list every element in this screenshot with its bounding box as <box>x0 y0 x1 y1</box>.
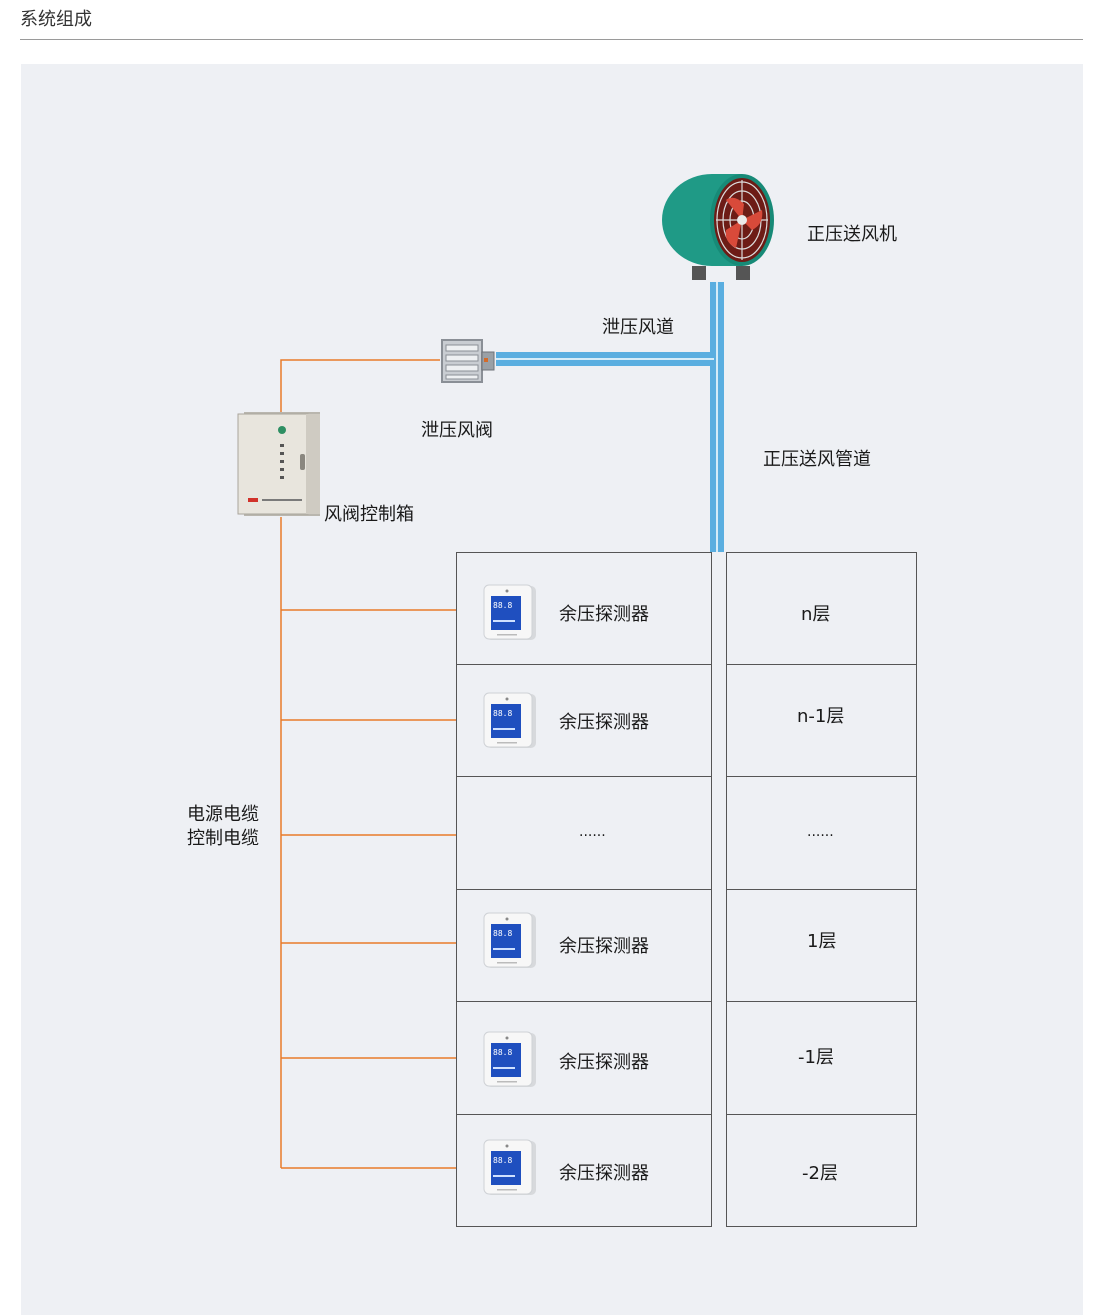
fan-icon <box>662 174 774 280</box>
cable-lines <box>280 359 456 1169</box>
supply-duct-label: 正压送风管道 <box>763 449 871 470</box>
detector-label: 余压探测器 <box>559 712 649 733</box>
relief-duct-label: 泄压风道 <box>602 317 674 338</box>
svg-text:88.8: 88.8 <box>493 929 512 938</box>
floor-cell: n-1层 <box>726 664 917 777</box>
floor-label: -2层 <box>802 1163 838 1184</box>
detector-cell: 88.8 余压探测器 <box>456 1001 712 1115</box>
duct-lines <box>496 282 724 552</box>
floor-cell: -1层 <box>726 1001 917 1115</box>
title-divider <box>20 39 1083 40</box>
detector-icon: 88.8 <box>483 692 536 748</box>
detector-icon: 88.8 <box>483 1031 536 1087</box>
svg-text:88.8: 88.8 <box>493 709 512 718</box>
detector-label: 余压探测器 <box>559 1163 649 1184</box>
svg-text:88.8: 88.8 <box>493 601 512 610</box>
svg-text:88.8: 88.8 <box>493 1156 512 1165</box>
floor-label: ...... <box>807 824 834 840</box>
detector-cell: 88.8 余压探测器 <box>456 889 712 1002</box>
damper-icon <box>441 339 495 383</box>
floor-cell: 1层 <box>726 889 917 1002</box>
detector-icon: 88.8 <box>483 584 536 640</box>
detector-label: 余压探测器 <box>559 604 649 625</box>
relief-damper-label: 泄压风阀 <box>421 420 493 441</box>
detector-cell: 88.8 余压探测器 <box>456 664 712 777</box>
detector-label: 余压探测器 <box>559 1052 649 1073</box>
section-title: 系统组成 <box>20 9 92 30</box>
floor-label: n层 <box>801 604 831 625</box>
cable-label-power: 电源电缆 <box>187 804 259 825</box>
floor-cell: -2层 <box>726 1114 917 1227</box>
detector-icon: 88.8 <box>483 1139 536 1195</box>
floor-cell: n层 <box>726 552 917 665</box>
floor-cell: ...... <box>726 776 917 890</box>
control-box-label: 风阀控制箱 <box>324 504 414 525</box>
cable-to-damper <box>280 359 440 412</box>
floor-label: -1层 <box>798 1047 834 1068</box>
detector-icon: 88.8 <box>483 912 536 968</box>
svg-text:88.8: 88.8 <box>493 1048 512 1057</box>
cable-label-control: 控制电缆 <box>187 828 259 849</box>
detector-cell: 88.8 余压探测器 <box>456 552 712 665</box>
detector-cell: 88.8 余压探测器 <box>456 1114 712 1227</box>
fan-label: 正压送风机 <box>807 224 897 245</box>
detector-label: ...... <box>579 824 606 840</box>
floor-label: n-1层 <box>797 706 845 727</box>
floor-label: 1层 <box>807 931 837 952</box>
detector-label: 余压探测器 <box>559 936 649 957</box>
detector-cell: ...... <box>456 776 712 890</box>
control-box-icon <box>237 412 320 516</box>
